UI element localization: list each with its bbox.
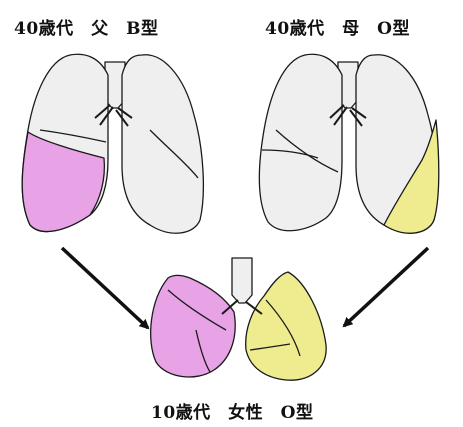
father-lungs — [22, 54, 203, 233]
arrow-father-to-recipient — [62, 248, 148, 328]
recipient-right-graft — [151, 275, 236, 377]
mother-right-lung — [259, 54, 342, 230]
arrow-mother-to-recipient — [344, 248, 428, 326]
mother-lungs — [259, 54, 439, 233]
recipient-trachea — [232, 258, 252, 303]
father-left-lung — [122, 55, 203, 233]
recipient-lungs — [151, 258, 327, 380]
